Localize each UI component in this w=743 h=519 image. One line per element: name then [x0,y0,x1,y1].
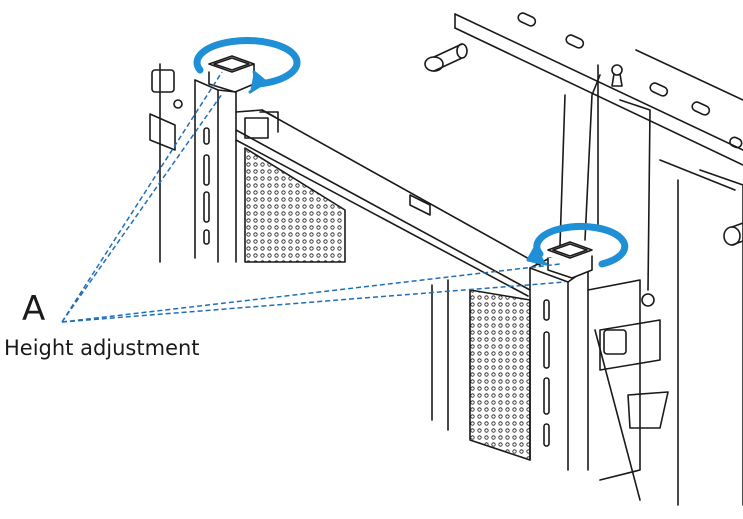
perforated-panel-left [244,147,346,263]
chassis-wall [424,12,743,506]
rotate-clockwise-icon [526,222,629,268]
left-post [149,63,237,263]
leader-lines [61,71,566,323]
callout-label: Height adjustment [4,336,200,360]
knob-right [547,241,593,279]
right-post [529,74,669,501]
rotate-clockwise-icon [193,37,301,94]
knob-left [208,55,255,93]
perforated-panel-center [431,279,531,461]
top-bracket [235,109,541,297]
callout-letter: A [22,289,46,329]
